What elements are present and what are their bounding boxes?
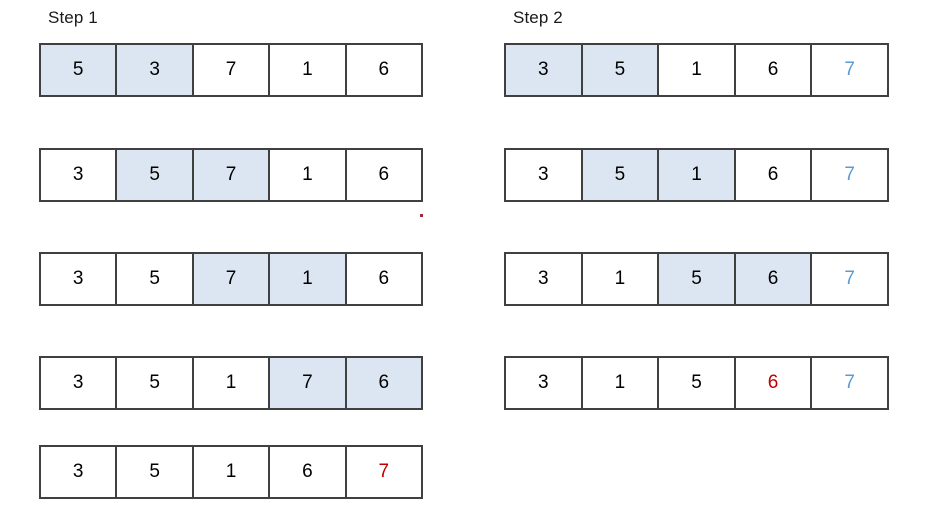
array-cell: 6 (346, 45, 422, 95)
array-cell: 3 (41, 150, 118, 200)
array-cell: 3 (506, 254, 583, 304)
array-cell: 6 (735, 358, 813, 408)
array-cell: 5 (117, 358, 194, 408)
array-cell: 6 (735, 45, 813, 95)
array-cell: 3 (506, 358, 583, 408)
array-cell: 7 (193, 150, 271, 200)
array-cell: 6 (270, 447, 347, 497)
array-cell: 3 (41, 254, 118, 304)
array-cell: 5 (117, 254, 194, 304)
array-cell: 3 (506, 150, 583, 200)
array-cell: 1 (659, 150, 736, 200)
array-cell: 7 (193, 45, 271, 95)
array-cell: 5 (659, 358, 736, 408)
array-cell: 6 (735, 254, 813, 304)
array-cell: 7 (812, 150, 887, 200)
array-cell: 5 (117, 447, 194, 497)
array-cell: 5 (582, 45, 660, 95)
array-cell: 5 (117, 150, 194, 200)
array-cell: 6 (346, 358, 422, 408)
array-cell: 7 (812, 254, 887, 304)
array-cell: 1 (270, 150, 347, 200)
array-cell: 7 (270, 358, 347, 408)
array-cell: 1 (270, 254, 347, 304)
array-cell: 5 (41, 45, 118, 95)
array-cell: 3 (117, 45, 194, 95)
array-cell: 6 (346, 150, 422, 200)
array-cell: 3 (506, 45, 583, 95)
array-cell: 5 (582, 150, 660, 200)
array-cell: 5 (659, 254, 736, 304)
array-cell: 1 (659, 45, 736, 95)
array-cell: 6 (346, 254, 422, 304)
array-cell: 1 (270, 45, 347, 95)
array-cell: 3 (41, 447, 118, 497)
array-cell: 1 (582, 254, 660, 304)
step-1-label: Step 1 (48, 8, 98, 27)
array-cell: 1 (193, 358, 271, 408)
array-cell: 1 (193, 447, 271, 497)
step-2-label: Step 2 (513, 8, 563, 27)
array-cell: 6 (735, 150, 813, 200)
stray-dot-mark (420, 214, 423, 217)
array-cell: 7 (812, 45, 887, 95)
array-cell: 3 (41, 358, 118, 408)
array-cell: 7 (346, 447, 422, 497)
array-cell: 1 (582, 358, 660, 408)
array-cell: 7 (193, 254, 271, 304)
array-cell: 7 (812, 358, 887, 408)
